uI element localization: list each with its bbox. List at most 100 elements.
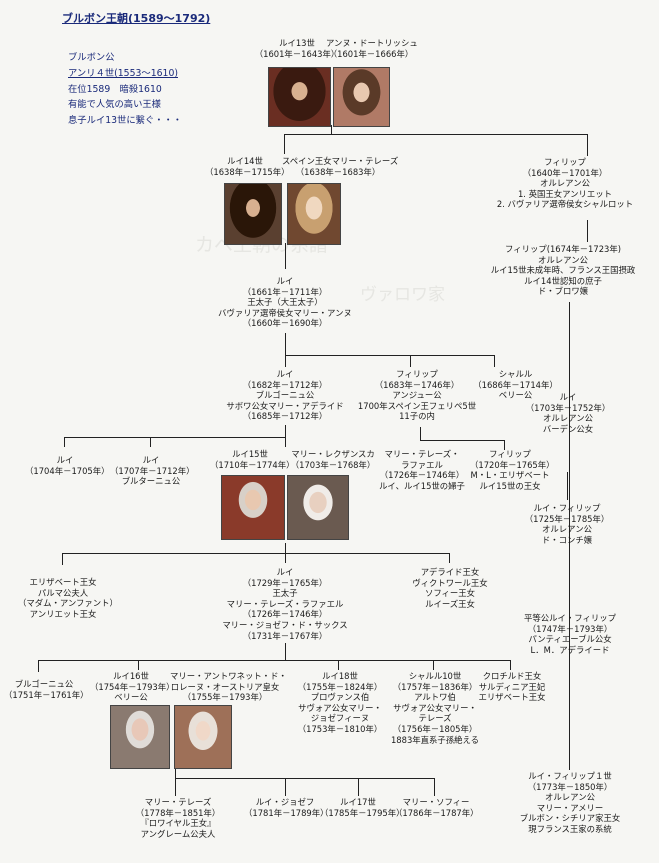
person-spouse: ド・ブロワ嬢	[537, 286, 589, 297]
person-marie-therese-raphaelle: マリー・テレーズ・ ラファエル （1726年－1746年） ルイ、ルイ15世の婦…	[372, 449, 472, 491]
person-name: ルイ	[276, 369, 294, 379]
person-name: スペイン王女マリー・テレーズ	[282, 156, 399, 166]
person-spouse: 2. バヴァリア選帝侯女シャルロット	[496, 199, 634, 210]
person-title: （マダム・アンファント）	[18, 598, 118, 609]
connector	[420, 440, 505, 441]
person-title: オルレアン公	[545, 792, 595, 803]
person-title: ブルゴーニュ公	[255, 390, 315, 401]
person-name: ルイ15世	[232, 449, 268, 459]
connector	[138, 660, 139, 670]
person-title: プロヴァンス伯	[310, 692, 370, 703]
connector	[510, 660, 511, 670]
connector	[587, 220, 588, 242]
person-name: ルイ	[142, 455, 160, 465]
person-elisabeth: エリザベート王女 パルマ公夫人 （マダム・アンファント） アンリエット王女	[18, 577, 118, 619]
connector	[285, 553, 286, 563]
person-louis-bourgogne: ルイ （1682年－1712年） ブルゴーニュ公 サボワ公女マリー・アデライド …	[215, 369, 355, 422]
person-name: フィリップ	[489, 449, 531, 459]
watermark-text: ヴァロワ家	[360, 285, 445, 305]
connector	[504, 440, 505, 450]
person-dates: （1753年－1810年）	[297, 723, 383, 734]
person-dates: （1785年－1795年）	[320, 807, 405, 818]
connector	[284, 134, 588, 135]
person-spouse: 1. 英国王女アンリエット	[517, 188, 613, 199]
connector	[285, 643, 286, 661]
person-dates: （1638年－1715年）	[205, 166, 290, 177]
person-title: アングレーム公夫人	[140, 828, 216, 839]
person-spouse: バーデン公女	[542, 423, 594, 434]
person-title: オルレアン公	[542, 524, 592, 535]
person-bourgogne2: ブルゴーニュ公 （1751年－1761年）	[4, 679, 89, 700]
person-dates: （1726年－1746年）	[379, 470, 465, 481]
person-name: ルイ・フィリップ	[533, 503, 601, 513]
person-dates: （1703年－1752年）	[525, 402, 611, 413]
person-dates: （1703年－1768年）	[290, 459, 376, 470]
person-spouse: テレーズ	[418, 713, 452, 724]
person-louis-orleans: ルイ （1703年－1752年） オルレアン公 バーデン公女	[525, 392, 611, 434]
connector	[285, 543, 286, 553]
person-grand-dauphin: ルイ （1661年－1711年） 王太子（大王太子） バヴァリア選帝侯女マリー・…	[210, 276, 360, 329]
person-title: オルレアン公	[538, 254, 588, 265]
person-name: クロチルド王女	[482, 671, 542, 681]
person-title: ベリー公	[498, 390, 533, 401]
connector	[175, 778, 435, 779]
page-title: ブルボン王朝(1589～1792)	[62, 12, 211, 25]
person-dates: （1754年－1793年）	[90, 681, 175, 692]
person-name: マリー・レクザンスカ	[291, 449, 375, 459]
person-name: ラファエル	[401, 459, 443, 470]
connector	[150, 437, 151, 447]
person-dates: （1640年－1701年）	[522, 167, 608, 178]
person-name: ヴィクトワール王女	[412, 577, 488, 588]
connector	[285, 778, 286, 796]
connector	[358, 778, 359, 796]
person-dates: （1729年－1765年）	[242, 577, 328, 588]
connector	[285, 355, 495, 356]
person-dates: （1747年－1793年）	[527, 623, 613, 634]
person-dates: （1660年－1690年）	[242, 318, 328, 329]
person-marie-therese-spain: スペイン王女マリー・テレーズ （1638年－1683年）	[282, 156, 399, 177]
person-dates: （1725年－1785年）	[524, 513, 610, 524]
person-dates: （1683年－1746年）	[374, 379, 460, 390]
note-line: ブルボン公	[68, 52, 115, 63]
person-title: ブルターニュ公	[121, 476, 181, 487]
person-philippe-1720: フィリップ （1720年－1765年） M・L・エリザベート ルイ15世の王女	[470, 449, 555, 491]
person-name: フィリップ(1674年－1723年)	[505, 244, 621, 254]
person-note: ルイ15世の王女	[479, 480, 541, 491]
person-title: ベリー公	[114, 692, 148, 703]
person-note: ルイ、ルイ15世の婦子	[379, 480, 465, 491]
person-dates: （1638年－1683年）	[295, 166, 381, 177]
person-title: オルレアン公	[543, 413, 593, 424]
person-louis15: ルイ15世 （1710年－1774年）	[210, 449, 295, 470]
person-title: アンジュー公	[392, 390, 442, 401]
person-dates: （1773年－1850年）	[527, 781, 613, 792]
portrait-louis16	[110, 705, 170, 769]
person-name: ルイ18世	[322, 671, 358, 681]
person-name: ルイ・ジョゼフ	[255, 797, 315, 807]
person-marie-sophie: マリー・ソフィー （1786年－1787年）	[394, 797, 479, 818]
person-spouse: M・L・エリザベート	[470, 470, 550, 481]
connector	[64, 437, 286, 438]
person-louis-1707: ルイ （1707年－1712年） ブルターニュ公	[110, 455, 195, 487]
connector	[62, 553, 450, 554]
person-louis16: ルイ16世 （1754年－1793年） ベリー公	[90, 671, 175, 703]
person-clotilde: クロチルド王女 サルディニア王妃 エリザベート王女	[470, 671, 554, 703]
person-adelaide-group: アデライド王女 ヴィクトワール王女 ソフィー王女 ルイーズ王女	[410, 567, 490, 609]
person-name: マリー・テレーズ	[144, 797, 212, 807]
connector	[284, 134, 285, 154]
person-louis13: ルイ13世 （1601年－1643年）	[252, 38, 342, 59]
person-spouse: マリー・テレーズ・ラファエル	[226, 598, 344, 609]
person-marie-antoinette: マリー・アントワネット・ド・ ロレーヌ・オーストリア皇女 （1755年－1793…	[170, 671, 287, 703]
connector	[449, 553, 450, 563]
note-line: 息子ルイ13世に繋ぐ・・・	[68, 115, 183, 127]
person-name: ルイ13世	[279, 38, 315, 48]
person-dates: （1685年－1712年）	[242, 411, 328, 422]
person-name: 平等公ルイ・フィリップ	[524, 613, 616, 623]
connector	[433, 660, 434, 670]
connector	[285, 355, 286, 367]
person-egalite: 平等公ルイ・フィリップ （1747年－1793年） パンティエーブル公女 L．M…	[515, 613, 625, 655]
person-name: ルイ・フィリップ１世	[528, 771, 612, 781]
person-name: ソフィー王女	[424, 588, 476, 599]
person-spouse: ド・コンチ嬢	[541, 534, 593, 545]
person-spouse: サヴォア公女マリー・	[298, 702, 382, 713]
person-dates: （1751年－1761年）	[4, 689, 89, 700]
